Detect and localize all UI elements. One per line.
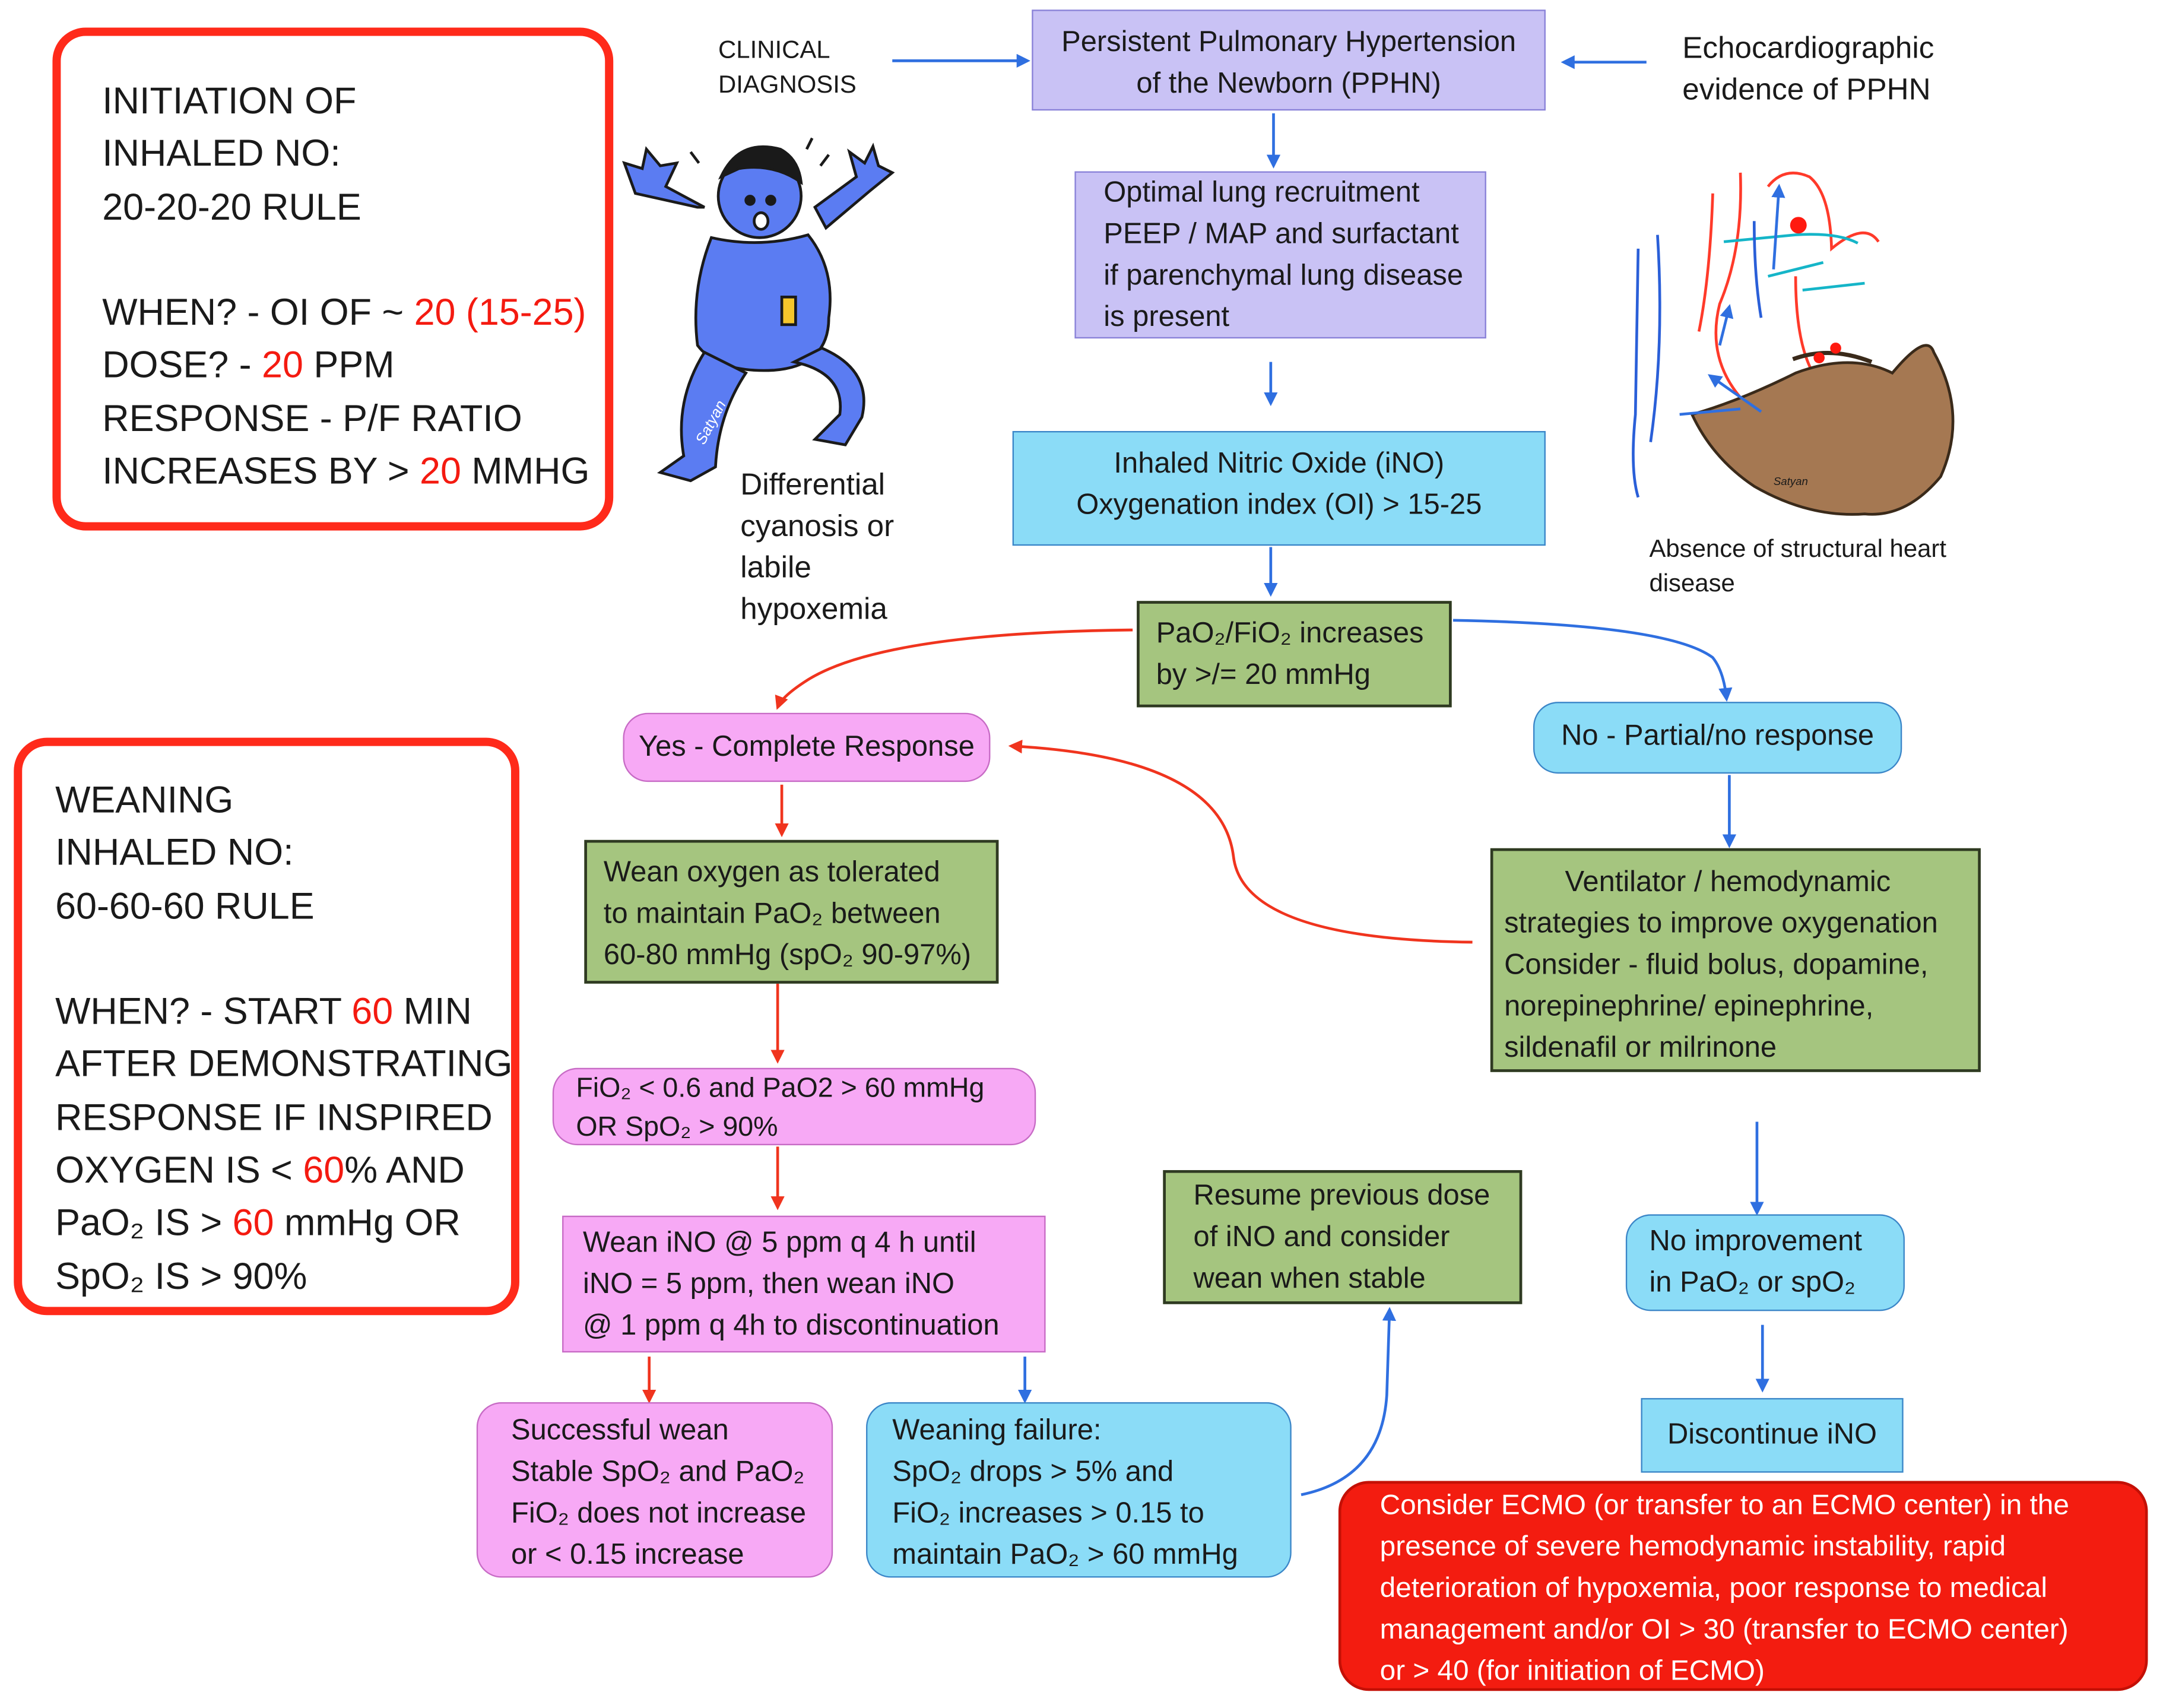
weaning-title-3: 60-60-60 RULE xyxy=(55,885,315,927)
weaning-spo2: SpO₂ IS > 90% xyxy=(55,1255,307,1297)
fio2-criteria-box: FiO₂ < 0.6 and PaO2 > 60 mmHg OR SpO₂ > … xyxy=(552,1067,1036,1146)
heart-signature: Satyan xyxy=(1773,475,1808,488)
wean-ino-box: Wean iNO @ 5 ppm q 4 h until iNO = 5 ppm… xyxy=(562,1215,1046,1353)
successful-wean-box: Successful wean Stable SpO₂ and PaO₂ FiO… xyxy=(476,1402,833,1578)
pf-ratio-decision-box: PaO₂/FiO₂ increases by >/= 20 mmHg xyxy=(1137,601,1452,708)
weaning-rule-box: WEANING INHALED NO: 60-60-60 RULE WHEN? … xyxy=(14,737,519,1316)
initiation-dose: DOSE? - 20 PPM xyxy=(102,344,395,386)
wean-oxygen-box: Wean oxygen as tolerated to maintain PaO… xyxy=(584,839,999,984)
weaning-failure-box: Weaning failure: SpO₂ drops > 5% and FiO… xyxy=(866,1402,1292,1578)
partial-response-box: No - Partial/no response xyxy=(1533,702,1902,774)
differential-cyanosis-label: Differential cyanosis or labile hypoxemi… xyxy=(740,467,895,626)
resume-dose-box: Resume previous dose of iNO and consider… xyxy=(1163,1170,1523,1304)
initiation-when: WHEN? - OI OF ~ 20 (15-25) xyxy=(102,291,586,334)
weaning-line-2: AFTER DEMONSTRATING xyxy=(55,1044,513,1085)
weaning-pao2: PaO₂ IS > 60 mmHg OR xyxy=(55,1202,461,1244)
no-improvement-box: No improvement in PaO₂ or spO₂ xyxy=(1625,1214,1905,1311)
blue-connectors xyxy=(892,53,1769,1497)
lung-recruitment-box: Optimal lung recruitment PEEP / MAP and … xyxy=(1074,171,1486,339)
discontinue-ino-box: Discontinue iNO xyxy=(1641,1398,1904,1473)
complete-response-box: Yes - Complete Response xyxy=(623,712,991,782)
weaning-line-3: RESPONSE IF INSPIRED xyxy=(55,1097,493,1138)
initiation-rule-box: INITIATION OF INHALED NO: 20-20-20 RULE … xyxy=(52,27,614,531)
cyanotic-baby-icon xyxy=(622,137,895,483)
weaning-title-1: WEANING xyxy=(55,779,234,821)
clinical-diagnosis-label: CLINICAL DIAGNOSIS xyxy=(718,36,857,99)
ecmo-consideration-box: Consider ECMO (or transfer to an ECMO ce… xyxy=(1338,1481,2148,1691)
initiation-title-3: 20-20-20 RULE xyxy=(102,186,361,228)
absence-structural-label: Absence of structural heart disease xyxy=(1649,534,1947,597)
weaning-oxygen: OXYGEN IS < 60% AND xyxy=(55,1149,465,1192)
initiation-title-1: INITIATION OF xyxy=(102,80,357,122)
ventilator-strategies-box: Ventilator / hemodynamic strategies to i… xyxy=(1490,848,1981,1072)
red-connectors xyxy=(642,628,1473,1404)
initiation-increase: INCREASES BY > 20 MMHG xyxy=(102,450,590,492)
initiation-response: RESPONSE - P/F RATIO xyxy=(102,397,522,439)
inhaled-no-box: Inhaled Nitric Oxide (iNO) Oxygenation i… xyxy=(1012,431,1546,546)
weaning-when: WHEN? - START 60 MIN xyxy=(55,990,472,1032)
heart-diagram-icon xyxy=(1632,172,1955,516)
pphn-box: Persistent Pulmonary Hypertension of the… xyxy=(1032,9,1546,111)
weaning-title-2: INHALED NO: xyxy=(55,832,294,874)
echo-evidence-label: Echocardiographic evidence of PPHN xyxy=(1682,30,1934,107)
initiation-title-2: INHALED NO: xyxy=(102,133,341,175)
